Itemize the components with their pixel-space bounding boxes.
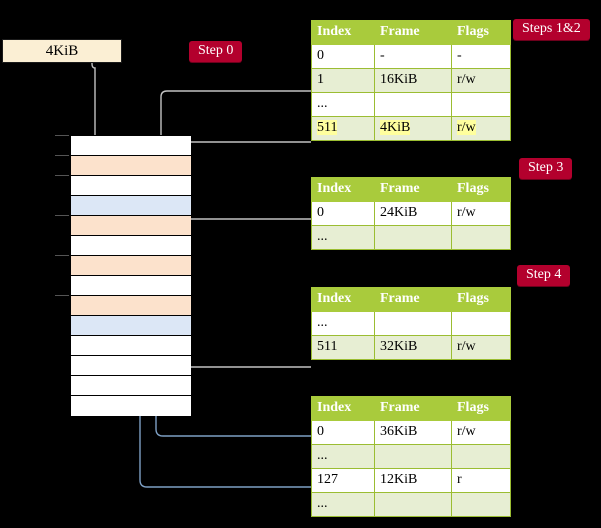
- column-header-frame: Frame: [374, 177, 452, 202]
- page-table-row[interactable]: 0--: [311, 44, 511, 69]
- cell-flags: [451, 444, 511, 469]
- cell-index: 127: [311, 468, 375, 493]
- page-table-row[interactable]: ...: [311, 92, 511, 117]
- badge-steps-1-2: Steps 1&2: [513, 19, 590, 41]
- column-header-frame: Frame: [374, 396, 452, 421]
- cell-frame: 36KiB: [374, 420, 452, 445]
- cell-index: 0: [311, 44, 375, 69]
- column-header-frame: Frame: [374, 20, 452, 45]
- memory-frame-row: [71, 156, 191, 176]
- cell-frame: 16KiB: [374, 68, 452, 93]
- page-table-row[interactable]: ...: [311, 492, 511, 517]
- column-header-frame: Frame: [374, 287, 452, 312]
- cell-highlight: 4KiB: [380, 120, 411, 135]
- cell-flags: r/w: [451, 116, 511, 141]
- cell-frame: 24KiB: [374, 201, 452, 226]
- wire-steps12-b: [163, 141, 311, 151]
- memory-frame-row: [71, 336, 191, 356]
- memory-frame-row: [71, 296, 191, 316]
- memory-frame-row: [71, 216, 191, 236]
- wire-step3: [176, 218, 311, 251]
- cell-frame: 12KiB: [374, 468, 452, 493]
- cell-frame: [374, 311, 452, 336]
- cell-flags: [451, 311, 511, 336]
- memory-frame-row: [71, 196, 191, 216]
- column-header-flags: Flags: [451, 20, 511, 45]
- physical-memory-column: [70, 135, 191, 416]
- cell-frame: [374, 92, 452, 117]
- cell-flags: [451, 92, 511, 117]
- page-table-row[interactable]: ...: [311, 311, 511, 336]
- cell-index: 0: [311, 420, 375, 445]
- column-header-flags: Flags: [451, 287, 511, 312]
- cell-index: 0: [311, 201, 375, 226]
- cell-highlight: r/w: [457, 120, 476, 135]
- column-header-index: Index: [311, 287, 375, 312]
- cell-frame: 4KiB: [374, 116, 452, 141]
- memory-frame-row: [71, 356, 191, 376]
- page-table-row[interactable]: ...: [311, 225, 511, 250]
- cell-flags: [451, 492, 511, 517]
- column-header-index: Index: [311, 396, 375, 421]
- memory-tick: [55, 295, 69, 296]
- cell-index: ...: [311, 492, 375, 517]
- memory-frame-row: [71, 376, 191, 396]
- cell-index: 511: [311, 335, 375, 360]
- cell-index: 511: [311, 116, 375, 141]
- page-table-row[interactable]: 511 4KiB r/w: [311, 116, 511, 141]
- memory-tick: [55, 135, 69, 136]
- column-header-flags: Flags: [451, 177, 511, 202]
- cell-flags: [451, 225, 511, 250]
- cell-index: ...: [311, 225, 375, 250]
- memory-frame-row: [71, 396, 191, 416]
- memory-frame-row: [71, 276, 191, 296]
- cell-index: 1: [311, 68, 375, 93]
- badge-step-0: Step 0: [189, 41, 243, 63]
- memory-frame-row: [71, 136, 191, 156]
- page-table-row[interactable]: ...: [311, 444, 511, 469]
- cell-flags: r: [451, 468, 511, 493]
- memory-frame-row: [71, 176, 191, 196]
- column-header-index: Index: [311, 20, 375, 45]
- frame-box-4kib: 4KiB: [2, 39, 122, 63]
- cell-index: ...: [311, 92, 375, 117]
- frame-box-label: 4KiB: [45, 42, 79, 59]
- column-header-flags: Flags: [451, 396, 511, 421]
- memory-frame-row: [71, 236, 191, 256]
- badge-step-4: Step 4: [517, 265, 571, 287]
- memory-tick: [55, 155, 69, 156]
- cell-flags: r/w: [451, 201, 511, 226]
- memory-tick: [55, 175, 69, 176]
- cell-frame: [374, 225, 452, 250]
- cell-frame: [374, 492, 452, 517]
- column-header-index: Index: [311, 177, 375, 202]
- cell-flags: r/w: [451, 335, 511, 360]
- memory-frame-row: [71, 256, 191, 276]
- cell-frame: 32KiB: [374, 335, 452, 360]
- cell-index: ...: [311, 311, 375, 336]
- badge-step-3: Step 3: [519, 158, 573, 180]
- cell-index: ...: [311, 444, 375, 469]
- cell-flags: r/w: [451, 68, 511, 93]
- cell-highlight: 511: [317, 120, 338, 135]
- memory-tick: [55, 215, 69, 216]
- memory-tick: [55, 255, 69, 256]
- cell-frame: -: [374, 44, 452, 69]
- memory-frame-row: [71, 316, 191, 336]
- cell-frame: [374, 444, 452, 469]
- cell-flags: -: [451, 44, 511, 69]
- cell-flags: r/w: [451, 420, 511, 445]
